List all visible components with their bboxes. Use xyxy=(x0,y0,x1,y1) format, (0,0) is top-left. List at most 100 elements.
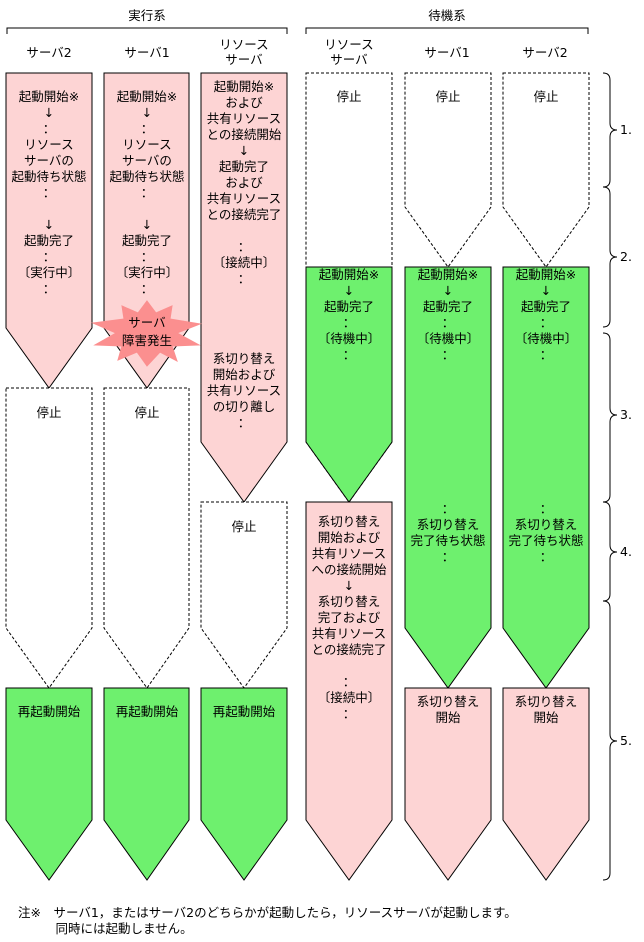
active-server1-restart-text: 再起動開始 xyxy=(116,704,179,719)
footnote: 注※ サーバ1，またはサーバ2のどちらかが起動したら，リソースサーバが起動します… xyxy=(18,905,517,937)
cell-line: ↓ xyxy=(142,217,152,232)
cell-line: ↓ xyxy=(344,283,354,298)
cell-line: 停止 xyxy=(231,519,256,534)
column-header-standby-resource-line1: リソース xyxy=(324,37,373,52)
cell-line: 起動完了 xyxy=(521,299,571,314)
active-server2-restart-text: 再起動開始 xyxy=(18,704,81,719)
cell-line: 系切り替え xyxy=(515,694,578,709)
column-header-active-resource-line1: リソース xyxy=(219,37,268,52)
column-header-standby-resource-line2: サーバ xyxy=(330,52,367,67)
active-resource-stopped-arrow xyxy=(200,501,288,689)
active-resource-stopped-text: 停止 xyxy=(231,519,256,534)
cell-line: 停止 xyxy=(336,89,361,104)
standby-group-bracket xyxy=(305,27,589,34)
cell-line: 開始 xyxy=(533,710,559,725)
cell-line: 系切り替え xyxy=(318,594,381,609)
column-header-standby-server2: サーバ2 xyxy=(522,45,567,60)
cell-line: ： xyxy=(141,249,154,264)
cell-line: 〔待機中〕 xyxy=(318,331,381,346)
active-group-title: 実行系 xyxy=(128,8,166,23)
standby-server1-stopped-arrow xyxy=(404,72,492,268)
cell-line: 完了待ち状態 xyxy=(508,533,583,548)
cell-line: 起動待ち状態 xyxy=(11,169,86,184)
active-resource-running-text: 起動開始※および共有リソースとの接続開始↓起動完了および共有リソースとの接続完了… xyxy=(207,79,282,430)
active-group-bracket xyxy=(6,27,288,34)
cell-line: および xyxy=(225,95,263,110)
cell-line: ： xyxy=(343,674,356,689)
standby-server1-standby-arrow xyxy=(404,266,492,689)
footnote-line2: 同時には起動しません。 xyxy=(18,921,193,936)
standby-resource-connected-text: 系切り替え開始および共有リソースへの接続開始↓系切り替え完了および共有リソースと… xyxy=(311,514,387,721)
column-header-active-server1: サーバ1 xyxy=(124,45,169,60)
cell-line: ↓ xyxy=(443,283,453,298)
failover-diagram: 実行系 待機系 サーバ2 サーバ1 リソース サーバ リソース サーバ サーバ1… xyxy=(5,8,632,881)
standby-server1-standby-text: 起動開始※↓起動完了：〔待機中〕： xyxy=(417,267,480,362)
cell-line: ： xyxy=(238,239,251,254)
cell-line: との接続完了 xyxy=(207,207,282,222)
active-server1-stopped-text: 停止 xyxy=(134,405,159,420)
cell-line: ： xyxy=(540,315,553,330)
failure-burst-label-line2: 障害発生 xyxy=(122,333,172,348)
cell-line: 開始および xyxy=(213,367,276,382)
cell-line: 共有リソース xyxy=(312,546,386,561)
active-server2-running-arrow xyxy=(5,72,93,389)
standby-resource-startup-arrow xyxy=(305,266,393,503)
cell-line: ： xyxy=(540,549,553,564)
cell-line: への接続開始 xyxy=(311,562,387,577)
cell-line: との接続完了 xyxy=(312,642,387,657)
cell-line: 系切り替え xyxy=(417,694,480,709)
cell-line: ↓ xyxy=(44,105,54,120)
active-server1-restart-arrow xyxy=(103,687,190,881)
cell-line: 完了および xyxy=(318,610,381,625)
cell-line: リソース xyxy=(24,137,73,152)
cell-line: ： xyxy=(43,121,56,136)
standby-resource-connected-arrow xyxy=(305,501,393,881)
cell-line: ： xyxy=(238,415,251,430)
standby-server2-switch-arrow xyxy=(502,687,590,881)
cell-line: ↓ xyxy=(344,578,354,593)
phase-label-3: 3. xyxy=(620,407,632,422)
phase-brace xyxy=(602,72,618,881)
column-header-standby-server1: サーバ1 xyxy=(424,45,469,60)
cell-line: 起動待ち状態 xyxy=(109,169,184,184)
cell-line: サーバの xyxy=(24,153,74,168)
cell-line: 〔待機中〕 xyxy=(515,331,578,346)
cell-line: との接続開始 xyxy=(207,127,282,142)
cell-line: ： xyxy=(343,315,356,330)
standby-server1-stopped-text: 停止 xyxy=(435,89,460,104)
cell-line: および xyxy=(225,175,263,190)
cell-line: ： xyxy=(238,271,251,286)
cell-line: 系切り替え xyxy=(318,514,381,529)
cell-line: 起動開始※ xyxy=(117,89,177,104)
cell-line: ： xyxy=(442,501,455,516)
active-resource-restart-text: 再起動開始 xyxy=(213,704,276,719)
active-server2-stopped-text: 停止 xyxy=(36,405,61,420)
cell-line: 共有リソース xyxy=(312,626,386,641)
cell-line: 起動開始※ xyxy=(319,267,379,282)
standby-group-title: 待機系 xyxy=(428,8,466,23)
active-server2-stopped-arrow xyxy=(5,387,93,689)
cell-line: 停止 xyxy=(435,89,460,104)
cell-line: 系切り替え xyxy=(213,351,276,366)
standby-server2-stopped-text: 停止 xyxy=(533,89,558,104)
cell-line: 起動完了 xyxy=(24,233,74,248)
footnote-line1: 注※ サーバ1，またはサーバ2のどちらかが起動したら，リソースサーバが起動します… xyxy=(18,905,517,920)
standby-resource-startup-text: 起動開始※↓起動完了：〔待機中〕： xyxy=(318,267,381,362)
standby-server1-switch-arrow xyxy=(404,687,492,881)
cell-line: ： xyxy=(141,185,154,200)
cell-line: 停止 xyxy=(134,405,159,420)
cell-line: ↓ xyxy=(541,283,551,298)
cell-line: 起動開始※ xyxy=(214,79,274,94)
cell-line: ： xyxy=(43,185,56,200)
cell-line: 〔接続中〕 xyxy=(213,255,276,270)
standby-server2-standby-arrow xyxy=(502,266,590,689)
cell-line: ↓ xyxy=(44,217,54,232)
phase-label-4: 4. xyxy=(620,544,632,559)
cell-line: ： xyxy=(442,347,455,362)
cell-line: ： xyxy=(442,315,455,330)
